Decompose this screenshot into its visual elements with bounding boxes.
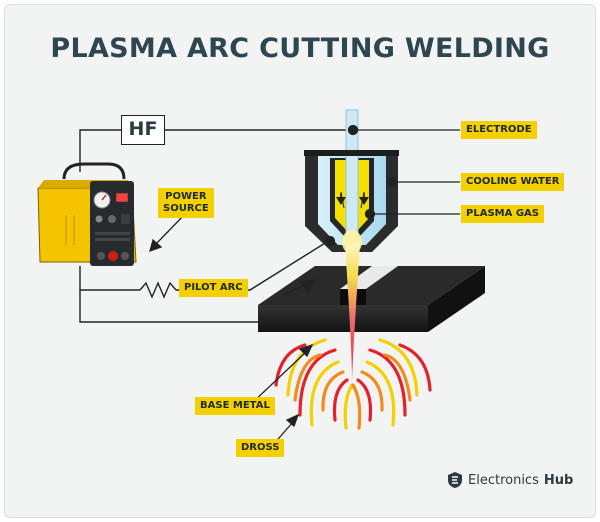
brand-name-regular: Electronics	[468, 472, 539, 488]
diagram-title: PLASMA ARC CUTTING WELDING	[50, 33, 550, 64]
wire-power-to-resistor	[79, 266, 140, 291]
label-dross: DROSS	[236, 439, 285, 457]
label-power-source-line1: POWER	[165, 191, 207, 202]
label-pilot-arc: PILOT ARC	[179, 279, 248, 297]
wire-power-to-hf	[79, 129, 121, 172]
wire-power-to-base-metal	[79, 290, 258, 323]
shield-e-logo-icon	[448, 472, 462, 488]
label-plasma-gas: PLASMA GAS	[461, 205, 544, 223]
hf-generator-box: HF	[121, 115, 165, 145]
plasma-flame	[342, 230, 362, 380]
label-electrode: ELECTRODE	[461, 121, 537, 139]
brand-name-bold: Hub	[543, 472, 574, 488]
resistor-zigzag	[139, 281, 177, 299]
label-cooling-water: COOLING WATER	[461, 173, 565, 191]
base-metal-pointer	[282, 280, 313, 297]
plasma-torch	[304, 109, 399, 252]
base-metal-plate	[258, 266, 485, 332]
label-power-source: POWER SOURCE	[158, 188, 214, 218]
label-power-source-line2: SOURCE	[163, 203, 209, 214]
power-source-machine	[37, 162, 137, 266]
wiring	[79, 129, 353, 323]
label-base-metal: BASE METAL	[195, 397, 275, 415]
